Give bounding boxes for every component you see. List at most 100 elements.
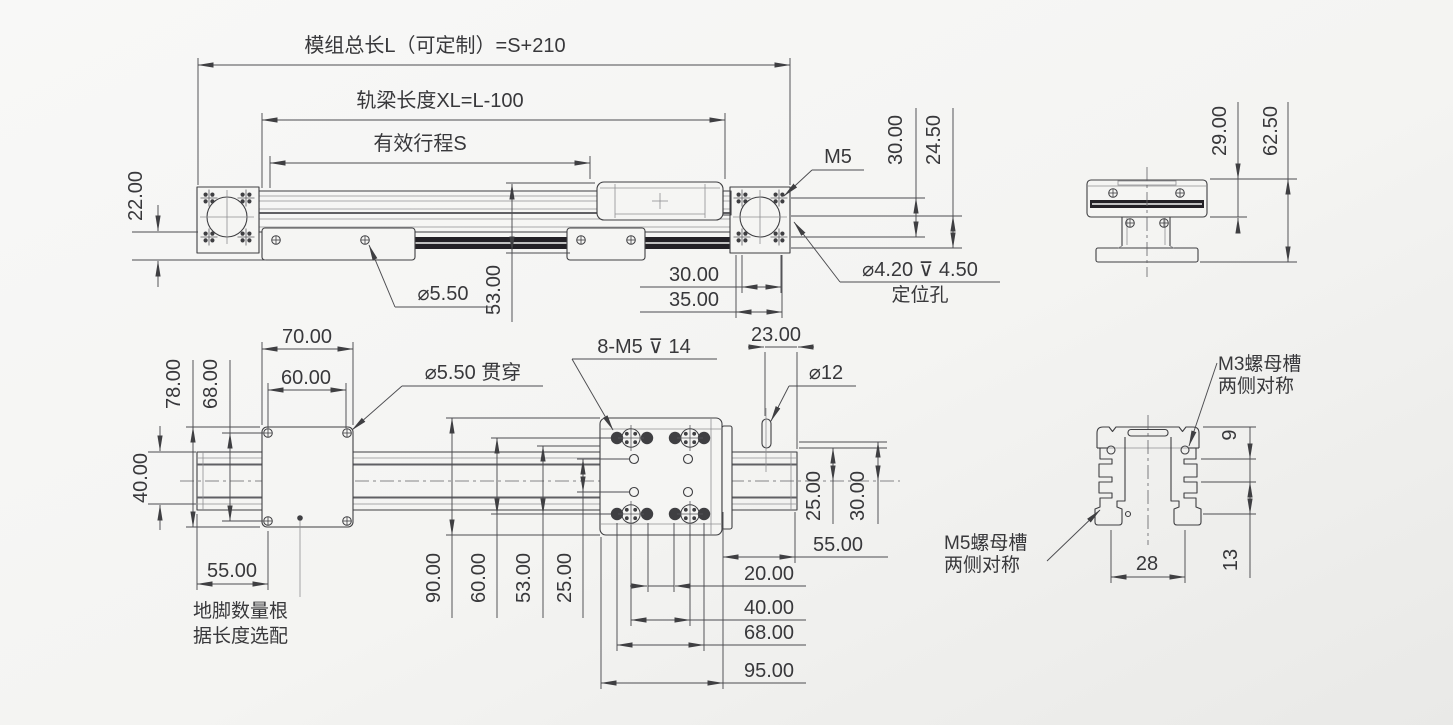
dim-label: 35.00 xyxy=(669,289,719,311)
dim-label: 55.00 xyxy=(207,560,257,582)
dim-height-22: 22.00 xyxy=(125,171,266,287)
dim-label: 53.00 xyxy=(513,553,535,603)
callout-locating-hole: ⌀4.20 ⊽ 4.50 定位孔 xyxy=(793,221,1000,306)
dim-68-left: 68.00 xyxy=(200,359,263,522)
dim-label: 40.00 xyxy=(130,453,152,503)
dim-label: ⌀12 xyxy=(809,362,843,384)
dim-label: 60.00 xyxy=(281,367,331,389)
dim-label: 70.00 xyxy=(282,326,332,348)
dim-label: 22.00 xyxy=(125,171,147,221)
dim-label: 78.00 xyxy=(163,359,185,409)
dim-62-50: 62.50 xyxy=(1200,102,1297,263)
dim-label: ⌀4.20 ⊽ 4.50 xyxy=(862,259,978,281)
dim-label: 62.50 xyxy=(1260,106,1282,156)
dim-60-bottom: 60.00 xyxy=(468,437,500,618)
callout-8-m5: 8-M5 ⊽ 14 xyxy=(571,336,717,431)
dim-68-bottom: 68.00 xyxy=(616,622,806,648)
left-end-block xyxy=(196,186,260,254)
callout-dia-5-50-through: ⌀5.50 贯穿 xyxy=(351,361,543,431)
dim-label: ⌀5.50 贯穿 xyxy=(425,361,522,384)
dim-right-30: 30.00 xyxy=(791,108,925,238)
callout-text: 两侧对称 xyxy=(944,554,1020,576)
screw-icon xyxy=(263,428,273,438)
dim-53-bottom: 53.00 xyxy=(513,445,546,618)
sensor-slot xyxy=(761,408,772,472)
screw-icon xyxy=(342,428,352,438)
dim-bottom-35: 35.00 xyxy=(640,255,783,318)
end-cross-section-view: 29.00 62.50 xyxy=(1086,102,1297,277)
dim-label: 25.00 xyxy=(803,471,825,521)
dim-55-left: 55.00 xyxy=(196,514,269,590)
note-text: 据长度选配 xyxy=(193,625,288,647)
dim-28: 28 xyxy=(1110,530,1186,583)
screw-icon xyxy=(626,235,636,245)
screw-icon xyxy=(576,235,586,245)
dim-effective-stroke: 有效行程S xyxy=(269,132,591,188)
callout-text: M3螺母槽 xyxy=(1218,353,1301,375)
dim-95: 95.00 xyxy=(600,660,806,686)
side-elevation-view: 模组总长L（可定制）=S+210 轨梁长度XL=L-100 有效行程S 22.0… xyxy=(125,34,1000,322)
dim-label: 29.00 xyxy=(1209,106,1231,156)
dim-23: 23.00 xyxy=(748,324,814,449)
dim-label: 28 xyxy=(1136,553,1158,575)
right-foot-plate-side xyxy=(566,227,646,261)
dim-label: 有效行程S xyxy=(373,132,466,155)
left-extension-lines xyxy=(446,417,629,536)
screw-icon xyxy=(1159,218,1169,228)
screw-icon xyxy=(271,235,281,245)
dim-60-top: 60.00 xyxy=(267,367,347,428)
dim-70: 70.00 xyxy=(261,326,354,425)
dim-label: M5 xyxy=(824,146,852,168)
dim-label: 8-M5 ⊽ 14 xyxy=(597,336,691,358)
rail-profile-cross-section-view: 28 9 13 M3螺母槽 两侧对称 M5螺母槽 两侧对称 xyxy=(944,353,1301,583)
dim-label: 68.00 xyxy=(744,622,794,644)
dim-90: 90.00 xyxy=(423,417,455,618)
dim-9-13: 9 13 xyxy=(1201,426,1256,578)
belt-band-side xyxy=(415,237,731,249)
dim-25-bottom: 25.00 xyxy=(554,458,586,618)
dim-label: 24.50 xyxy=(923,115,945,165)
callout-m5-slot: M5螺母槽 两侧对称 xyxy=(944,509,1101,576)
dim-25-right: 25.00 xyxy=(799,447,887,524)
dim-label: 55.00 xyxy=(813,534,863,556)
dim-label: 25.00 xyxy=(554,553,576,603)
dim-label: 60.00 xyxy=(468,553,490,603)
dim-bottom-30: 30.00 xyxy=(640,255,782,293)
screw-icon xyxy=(342,516,352,526)
dim-78: 78.00 xyxy=(163,359,260,528)
dim-rail-length: 轨梁长度XL=L-100 xyxy=(261,89,726,188)
dim-label: 40.00 xyxy=(744,597,794,619)
callout-text: 两侧对称 xyxy=(1218,375,1294,397)
dim-label: 68.00 xyxy=(200,359,222,409)
dim-30-right-plan: 30.00 xyxy=(799,441,887,524)
profile-geometry xyxy=(1094,415,1202,545)
dim-total-length: 模组总长L（可定制）=S+210 xyxy=(197,34,791,185)
carriage-side xyxy=(596,181,732,221)
dim-label: 30.00 xyxy=(669,264,719,286)
dim-height-53: 53.00 xyxy=(483,182,595,322)
foot-plate-plan xyxy=(261,426,354,528)
dim-label: 定位孔 xyxy=(891,284,948,306)
dim-29: 29.00 xyxy=(1209,102,1297,234)
dim-55-right: 55.00 xyxy=(722,534,888,560)
dim-label: 模组总长L（可定制）=S+210 xyxy=(304,34,565,57)
dim-right-24-50: 24.50 xyxy=(791,108,962,249)
dim-label: 20.00 xyxy=(744,563,794,585)
callout-m5: M5 xyxy=(783,146,864,197)
dim-label: 95.00 xyxy=(744,660,794,682)
carriage-plan xyxy=(599,417,733,536)
plan-view: 70.00 60.00 ⌀5.50 贯穿 78.00 68.00 xyxy=(130,324,900,689)
dim-label: 13 xyxy=(1220,549,1242,571)
dim-label: 9 xyxy=(1219,429,1241,440)
callout-dia-5-50: ⌀5.50 xyxy=(368,244,492,308)
dim-label: 轨梁长度XL=L-100 xyxy=(356,89,523,112)
callout-dia-12: ⌀12 xyxy=(770,362,856,422)
callout-m3-slot: M3螺母槽 两侧对称 xyxy=(1188,353,1301,447)
callout-text: M5螺母槽 xyxy=(944,532,1027,554)
dim-label: 90.00 xyxy=(423,553,445,603)
note-feet: 地脚数量根 据长度选配 xyxy=(193,521,301,647)
screw-icon xyxy=(1108,188,1118,198)
